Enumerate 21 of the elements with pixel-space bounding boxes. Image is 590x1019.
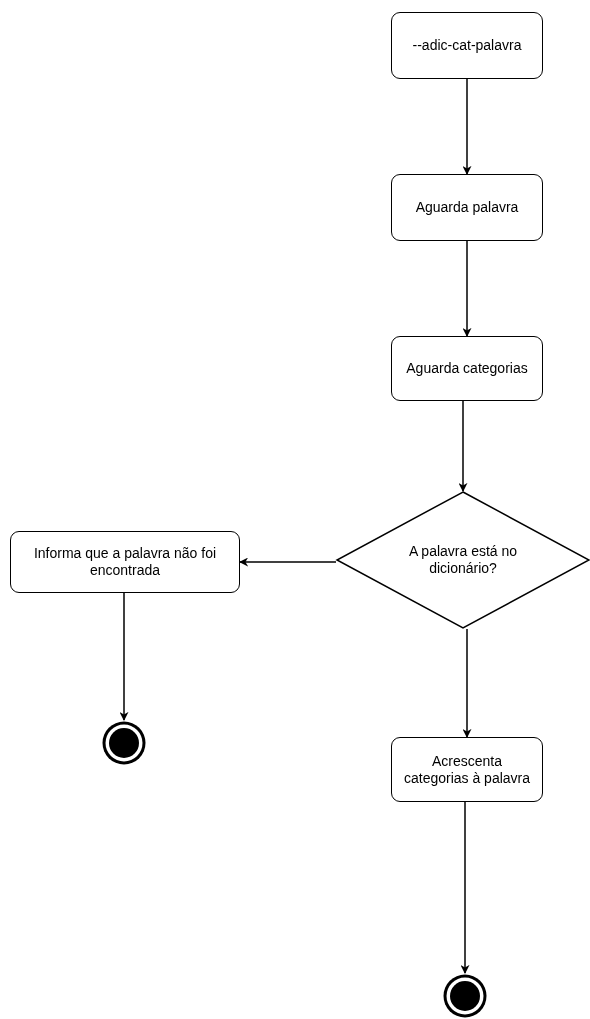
node-text: Informa que a palavra não foi encontrada xyxy=(32,545,218,579)
node-text: --adic-cat-palavra xyxy=(412,37,522,54)
arrow xyxy=(119,592,129,721)
node-text: A palavra está no dicionário? xyxy=(407,543,519,577)
action-box xyxy=(391,12,543,79)
decision-diamond xyxy=(336,491,590,629)
arrow xyxy=(239,557,337,567)
action-box xyxy=(10,531,240,593)
node-text: Aguarda palavra xyxy=(415,199,519,216)
arrow xyxy=(460,801,470,974)
action-box xyxy=(391,737,543,802)
final-node xyxy=(101,720,147,766)
arrow xyxy=(458,400,468,492)
final-node xyxy=(442,973,488,1019)
node-text: Aguarda categorias xyxy=(406,360,528,377)
arrow xyxy=(462,78,472,175)
node-text: Acrescenta categorias à palavra xyxy=(402,752,532,787)
arrow xyxy=(462,628,472,738)
action-box xyxy=(391,174,543,241)
action-box xyxy=(391,336,543,401)
arrow xyxy=(462,240,472,337)
